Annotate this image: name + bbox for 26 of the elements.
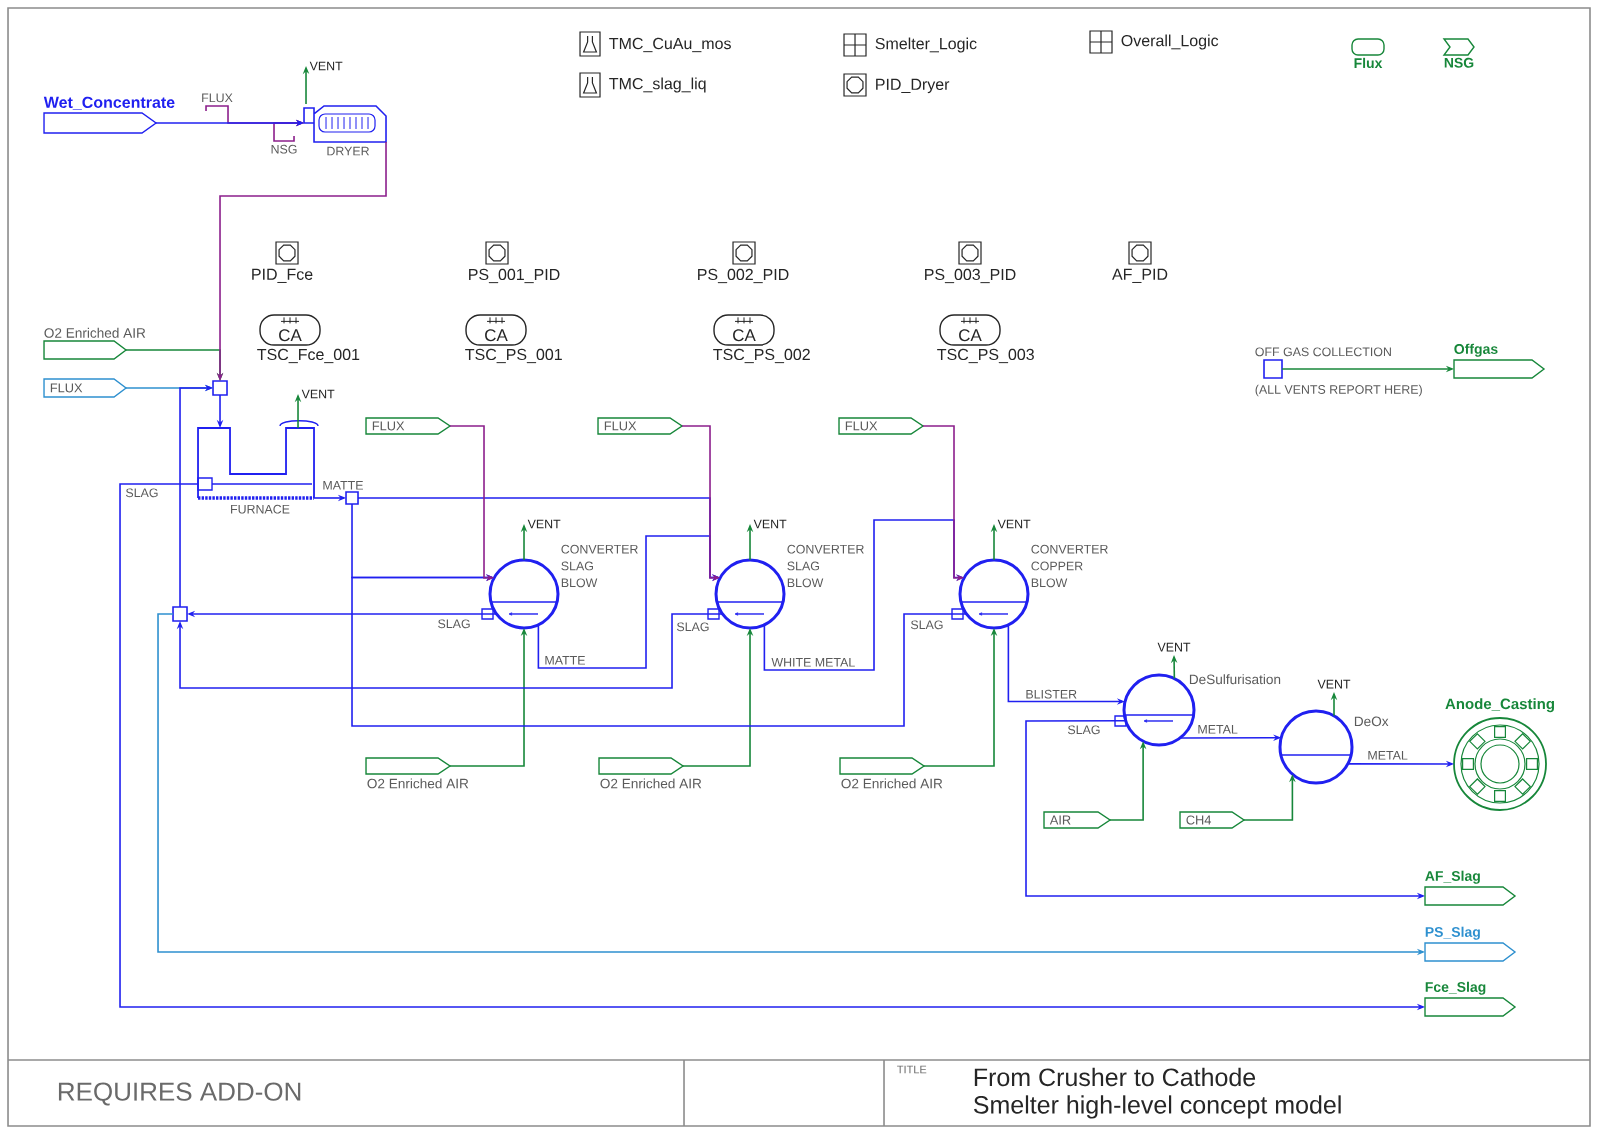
controller-block: CA (939, 314, 1001, 346)
flow-arrow (176, 613, 724, 689)
block-label: PS_003_PID (925, 268, 1016, 284)
block-label: TSC_Fce_001 (257, 348, 360, 364)
subtitle: Smelter high-level concept model (973, 1095, 1341, 1119)
block-label: PID_Dryer (876, 78, 950, 94)
title: From Crusher to Cathode (974, 1067, 1256, 1087)
block-label: PS_002_PID (698, 268, 789, 284)
block-label: TMC_CuAu_mos (609, 37, 731, 53)
block-label: TSC_PS_002 (713, 348, 810, 364)
block-label: AF_PID (1112, 268, 1168, 283)
block-label: PID_Fce (252, 268, 313, 283)
block-label: PS_001_PID (469, 268, 560, 284)
flow-arrow (351, 574, 968, 727)
junction-box (172, 606, 188, 622)
controller-block: CA (713, 314, 775, 346)
controller-block: CA (465, 314, 527, 346)
note-text: REQUIRES ADD-ON (58, 1082, 301, 1106)
block-label: TMC_slag_liq (609, 77, 706, 93)
junction-box (345, 491, 359, 505)
block-label: Smelter_Logic (875, 37, 977, 53)
block-label: Overall_Logic (1121, 34, 1219, 50)
junction-box (212, 380, 228, 396)
block-label: TSC_PS_003 (937, 348, 1034, 364)
block-label: TSC_PS_001 (465, 348, 562, 364)
controller-block: CA (259, 314, 321, 346)
